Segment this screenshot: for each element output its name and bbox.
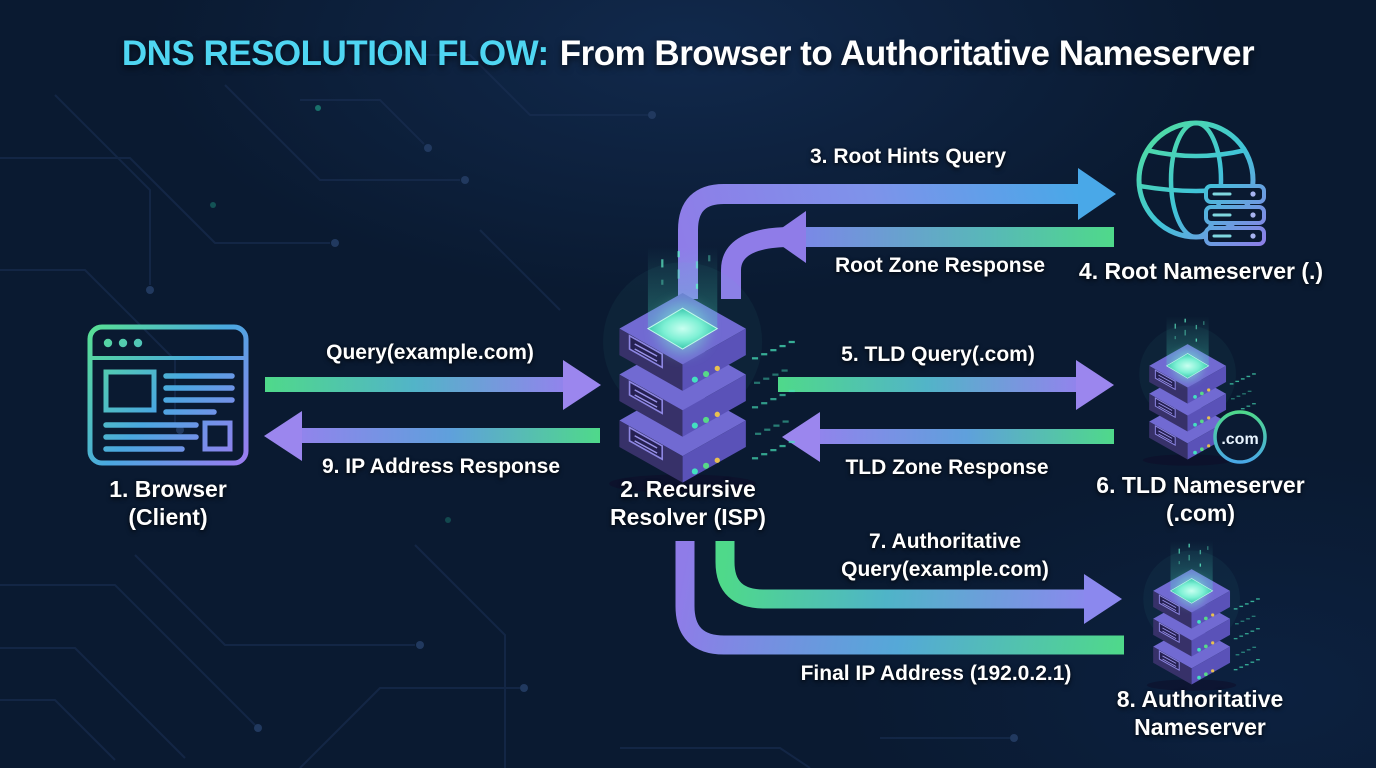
ip-response-label: 9. IP Address Response bbox=[321, 455, 561, 478]
root-query-label: 3. Root Hints Query bbox=[809, 145, 1007, 168]
tld-response-arrow bbox=[782, 412, 1114, 462]
browser-window-icon bbox=[87, 324, 249, 466]
root-globe-server-icon bbox=[1136, 120, 1266, 246]
auth-server-stack-icon bbox=[1143, 541, 1260, 690]
title-highlight: DNS RESOLUTION FLOW: bbox=[121, 34, 549, 73]
root-label: 4. Root Nameserver (.) bbox=[1078, 258, 1324, 284]
auth-label: 8. Authoritative Nameserver bbox=[1116, 686, 1284, 740]
tld-query-arrow bbox=[778, 360, 1114, 410]
browser-query-label: Query(example.com) bbox=[326, 341, 534, 364]
tld-query-label: 5. TLD Query(.com) bbox=[841, 343, 1035, 366]
root-query-arrow bbox=[678, 168, 1116, 299]
resolver-label: 2. Recursive Resolver (ISP) bbox=[610, 476, 766, 530]
browser-label: 1. Browser (Client) bbox=[109, 476, 227, 530]
root-response-arrow bbox=[721, 211, 1114, 299]
dot-com-badge: .com bbox=[1213, 410, 1267, 464]
ip-response-arrow bbox=[264, 411, 600, 461]
tld-response-label: TLD Zone Response bbox=[845, 456, 1049, 479]
auth-query-arrow bbox=[715, 541, 1122, 624]
resolver-server-stack-icon bbox=[603, 247, 795, 493]
auth-query-label: 7. Authoritative Query(example.com) bbox=[841, 530, 1049, 581]
svg-text:.com: .com bbox=[1221, 431, 1258, 448]
root-response-label: Root Zone Response bbox=[834, 254, 1045, 277]
tld-label: 6. TLD Nameserver (.com) bbox=[1096, 472, 1305, 526]
page-title: DNS RESOLUTION FLOW: From Browser to Auth… bbox=[0, 34, 1376, 74]
title-rest: From Browser to Authoritative Nameserver bbox=[559, 34, 1255, 73]
browser-query-arrow bbox=[265, 360, 601, 410]
final-response-label: Final IP Address (192.0.2.1) bbox=[800, 662, 1072, 685]
final-response-arrow bbox=[675, 541, 1124, 655]
